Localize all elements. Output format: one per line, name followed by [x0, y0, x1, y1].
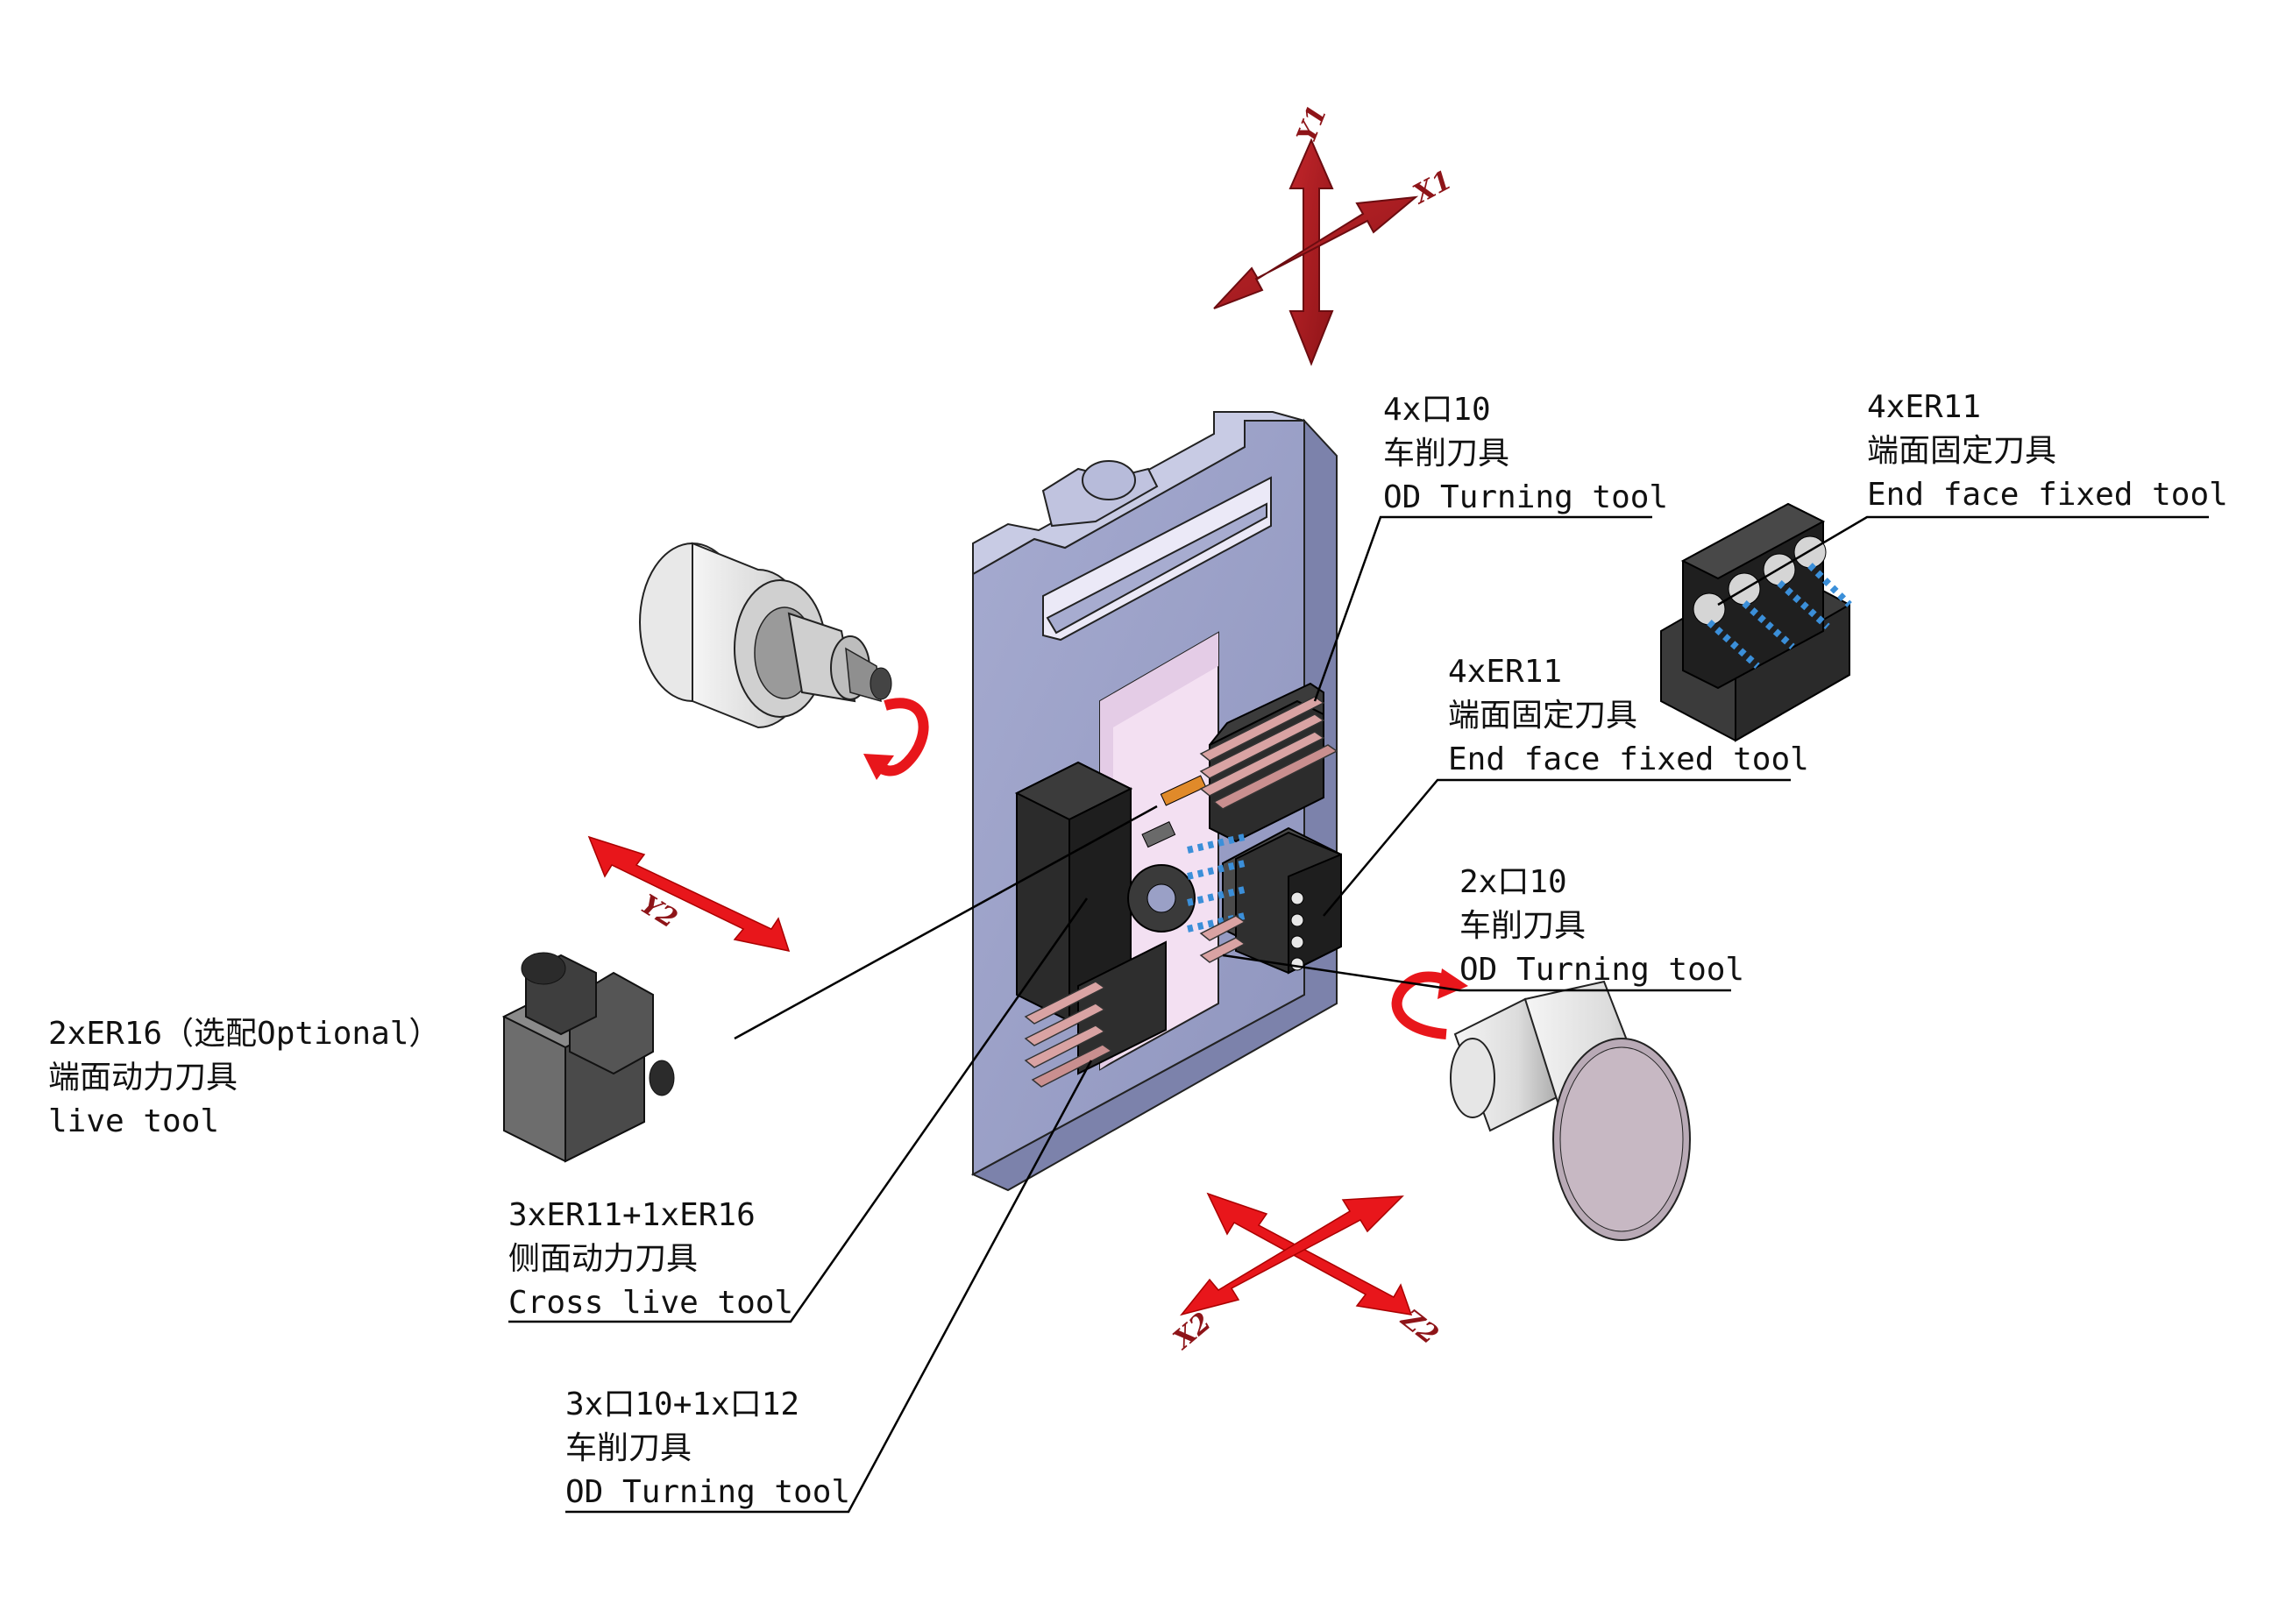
callout-live-left: 2xER16（选配Optional） 端面动力刀具 live tool — [48, 1012, 440, 1144]
callout-zh: 车削刀具 — [565, 1430, 692, 1466]
callout-turning-top: 4x口10 车削刀具 OD Turning tool — [1383, 388, 1673, 520]
z2-arrow — [1206, 1192, 1413, 1316]
top-turning-holders — [1199, 682, 1338, 843]
callout-zh: 端面固定刀具 — [1448, 698, 1638, 734]
leader-endface-right — [1717, 515, 2209, 606]
axis-label-y1: Y1 — [1291, 102, 1333, 147]
mid-turning-holders — [1199, 915, 1246, 963]
left-axis-arrow: Y2 — [587, 835, 791, 952]
callout-count: 2xER16（选配Optional） — [48, 1016, 441, 1052]
callout-endface-right: 4xER11 端面固定刀具 End face fixed tool — [1867, 386, 2233, 517]
callout-turning-bottom: 3x口10+1x口12 车削刀具 OD Turning tool — [565, 1383, 855, 1514]
left-spindle-rotation-arrow — [870, 698, 929, 777]
center-endface-block — [1187, 826, 1342, 975]
leader-turning-bottom — [565, 1060, 1093, 1514]
callout-zh: 端面动力刀具 — [48, 1060, 238, 1096]
callout-count: 4xER11 — [1448, 654, 1563, 690]
x1-arrow — [1213, 195, 1419, 309]
callout-zh: 端面固定刀具 — [1867, 433, 2057, 469]
callout-en: Cross live tool — [508, 1285, 794, 1321]
callout-zh: 侧面动力刀具 — [508, 1241, 699, 1277]
leader-turning-mid — [1222, 954, 1731, 992]
x2-arrow — [1180, 1195, 1404, 1316]
callout-en: OD Turning tool — [1383, 479, 1669, 515]
leader-cross-live — [508, 897, 1089, 1323]
callout-count: 4x口10 — [1383, 392, 1491, 428]
y1-arrow — [1288, 138, 1334, 366]
leader-live-left — [734, 805, 1158, 1040]
callout-endface-mid: 4xER11 端面固定刀具 End face fixed tool — [1448, 650, 1814, 782]
callout-en: OD Turning tool — [565, 1474, 851, 1510]
callout-count: 4xER11 — [1867, 389, 1982, 425]
leader-turning-top — [1313, 515, 1652, 702]
callout-en: live tool — [48, 1103, 220, 1139]
callout-en: OD Turning tool — [1459, 952, 1745, 988]
axis-label-x2: X2 — [1167, 1307, 1217, 1356]
callout-turning-mid: 2x口10 车削刀具 OD Turning tool — [1459, 861, 1750, 992]
leader-lines — [508, 515, 2209, 1514]
left-live-tool-block — [501, 952, 675, 1163]
right-spindle — [1450, 980, 1691, 1241]
callout-count: 2x口10 — [1459, 864, 1567, 900]
callout-zh: 车削刀具 — [1459, 908, 1587, 944]
axis-label-x1: X1 — [1407, 165, 1457, 211]
bottom-axis-cross: X2 Z2 — [1167, 1192, 1444, 1357]
y2-arrow — [587, 835, 791, 952]
right-endface-block — [1660, 502, 1852, 742]
left-spindle — [639, 542, 892, 729]
callout-zh: 车削刀具 — [1383, 436, 1510, 472]
callout-en: End face fixed tool — [1867, 477, 2228, 513]
callout-count: 3xER11+1xER16 — [508, 1197, 756, 1233]
callout-cross-live: 3xER11+1xER16 侧面动力刀具 Cross live tool — [508, 1194, 799, 1325]
callout-en: End face fixed tool — [1448, 741, 1809, 777]
callout-count: 3x口10+1x口12 — [565, 1386, 800, 1422]
leader-endface-mid — [1323, 778, 1791, 917]
top-axis-cross: Y1 X1 — [1213, 102, 1457, 366]
bottom-turning-holders — [1024, 940, 1167, 1088]
